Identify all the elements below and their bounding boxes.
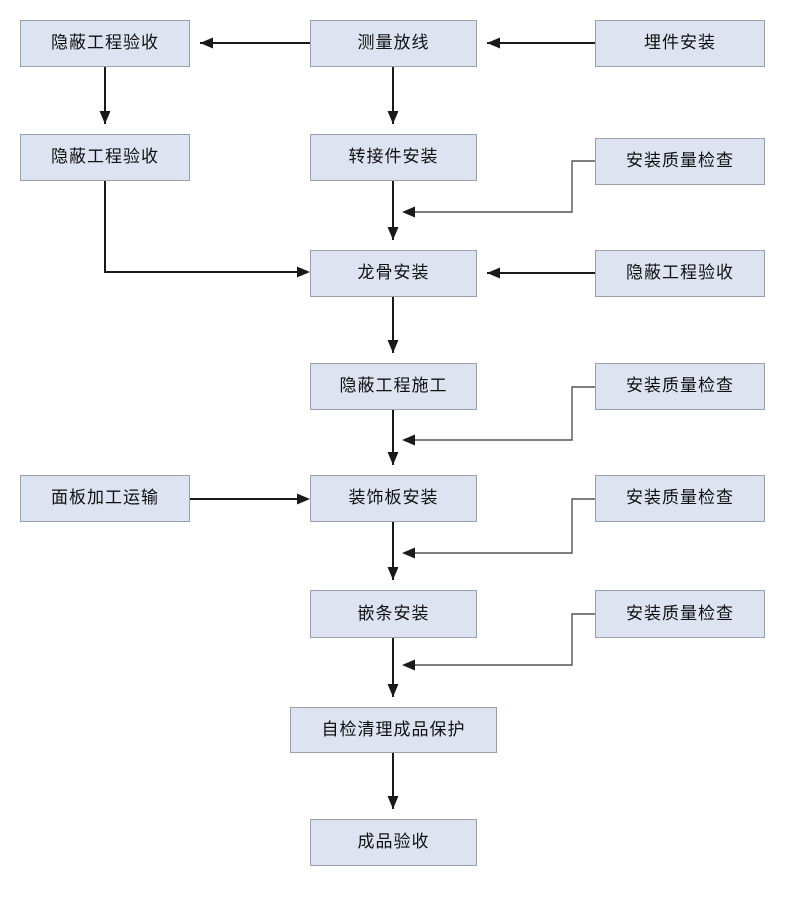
flowchart-node[interactable]: 隐蔽工程验收 bbox=[595, 250, 765, 297]
arrow-head-icon bbox=[387, 452, 399, 465]
flowchart-node[interactable]: 龙骨安装 bbox=[310, 250, 477, 297]
arrow-head-icon bbox=[402, 206, 415, 218]
flowchart-node[interactable]: 测量放线 bbox=[310, 20, 477, 67]
arrow-head-icon bbox=[200, 37, 213, 49]
flowchart-node-label: 隐蔽工程验收 bbox=[626, 263, 734, 284]
flowchart-node-label: 面板加工运输 bbox=[51, 488, 159, 509]
flowchart-node[interactable]: 隐蔽工程施工 bbox=[310, 363, 477, 410]
flowchart-node-label: 自检清理成品保护 bbox=[321, 719, 466, 740]
arrow-head-icon bbox=[402, 659, 415, 671]
flowchart-node[interactable]: 安装质量检查 bbox=[595, 363, 765, 410]
flowchart-node[interactable]: 隐蔽工程验收 bbox=[20, 134, 190, 181]
flowchart-node-label: 安装质量检查 bbox=[626, 488, 734, 509]
flowchart-node[interactable]: 装饰板安装 bbox=[310, 475, 477, 522]
flowchart-node-label: 嵌条安装 bbox=[357, 603, 430, 624]
flowchart-node[interactable]: 埋件安装 bbox=[595, 20, 765, 67]
arrow-head-icon bbox=[387, 567, 399, 580]
arrow-head-icon bbox=[387, 227, 399, 240]
arrow-head-icon bbox=[487, 267, 500, 279]
flowchart-edge bbox=[104, 181, 300, 273]
flowchart-node-label: 装饰板安装 bbox=[348, 488, 439, 509]
flowchart-node[interactable]: 自检清理成品保护 bbox=[290, 707, 497, 753]
arrow-head-icon bbox=[297, 493, 310, 505]
flowchart-node-label: 转接件安装 bbox=[348, 147, 439, 168]
arrow-head-icon bbox=[297, 266, 310, 278]
arrow-head-icon bbox=[387, 111, 399, 124]
flowchart-node-label: 安装质量检查 bbox=[626, 603, 734, 624]
flowchart-node-label: 安装质量检查 bbox=[626, 376, 734, 397]
flowchart-node[interactable]: 转接件安装 bbox=[310, 134, 477, 181]
flowchart-node-label: 龙骨安装 bbox=[357, 263, 430, 284]
flowchart-node-label: 隐蔽工程施工 bbox=[339, 376, 448, 397]
arrow-head-icon bbox=[402, 547, 415, 559]
flowchart-node[interactable]: 安装质量检查 bbox=[595, 475, 765, 522]
flowchart-node-label: 测量放线 bbox=[357, 33, 430, 54]
flowchart-node-label: 隐蔽工程验收 bbox=[51, 33, 159, 54]
flowchart-node[interactable]: 嵌条安装 bbox=[310, 590, 477, 638]
flowchart-node-label: 隐蔽工程验收 bbox=[51, 147, 159, 168]
arrow-head-icon bbox=[387, 684, 399, 697]
arrow-head-icon bbox=[387, 796, 399, 809]
arrow-head-icon bbox=[487, 37, 500, 49]
arrow-head-icon bbox=[99, 111, 111, 124]
flowchart-node[interactable]: 成品验收 bbox=[310, 819, 477, 866]
arrow-head-icon bbox=[402, 434, 415, 446]
flowchart-node[interactable]: 隐蔽工程验收 bbox=[20, 20, 190, 67]
flowchart-node-label: 埋件安装 bbox=[644, 33, 716, 54]
flowchart-node-label: 成品验收 bbox=[357, 832, 430, 853]
flowchart-node[interactable]: 面板加工运输 bbox=[20, 475, 190, 522]
flowchart-node-label: 安装质量检查 bbox=[626, 151, 734, 172]
flowchart-node[interactable]: 安装质量检查 bbox=[595, 590, 765, 638]
arrow-head-icon bbox=[387, 340, 399, 353]
flowchart-node[interactable]: 安装质量检查 bbox=[595, 138, 765, 185]
